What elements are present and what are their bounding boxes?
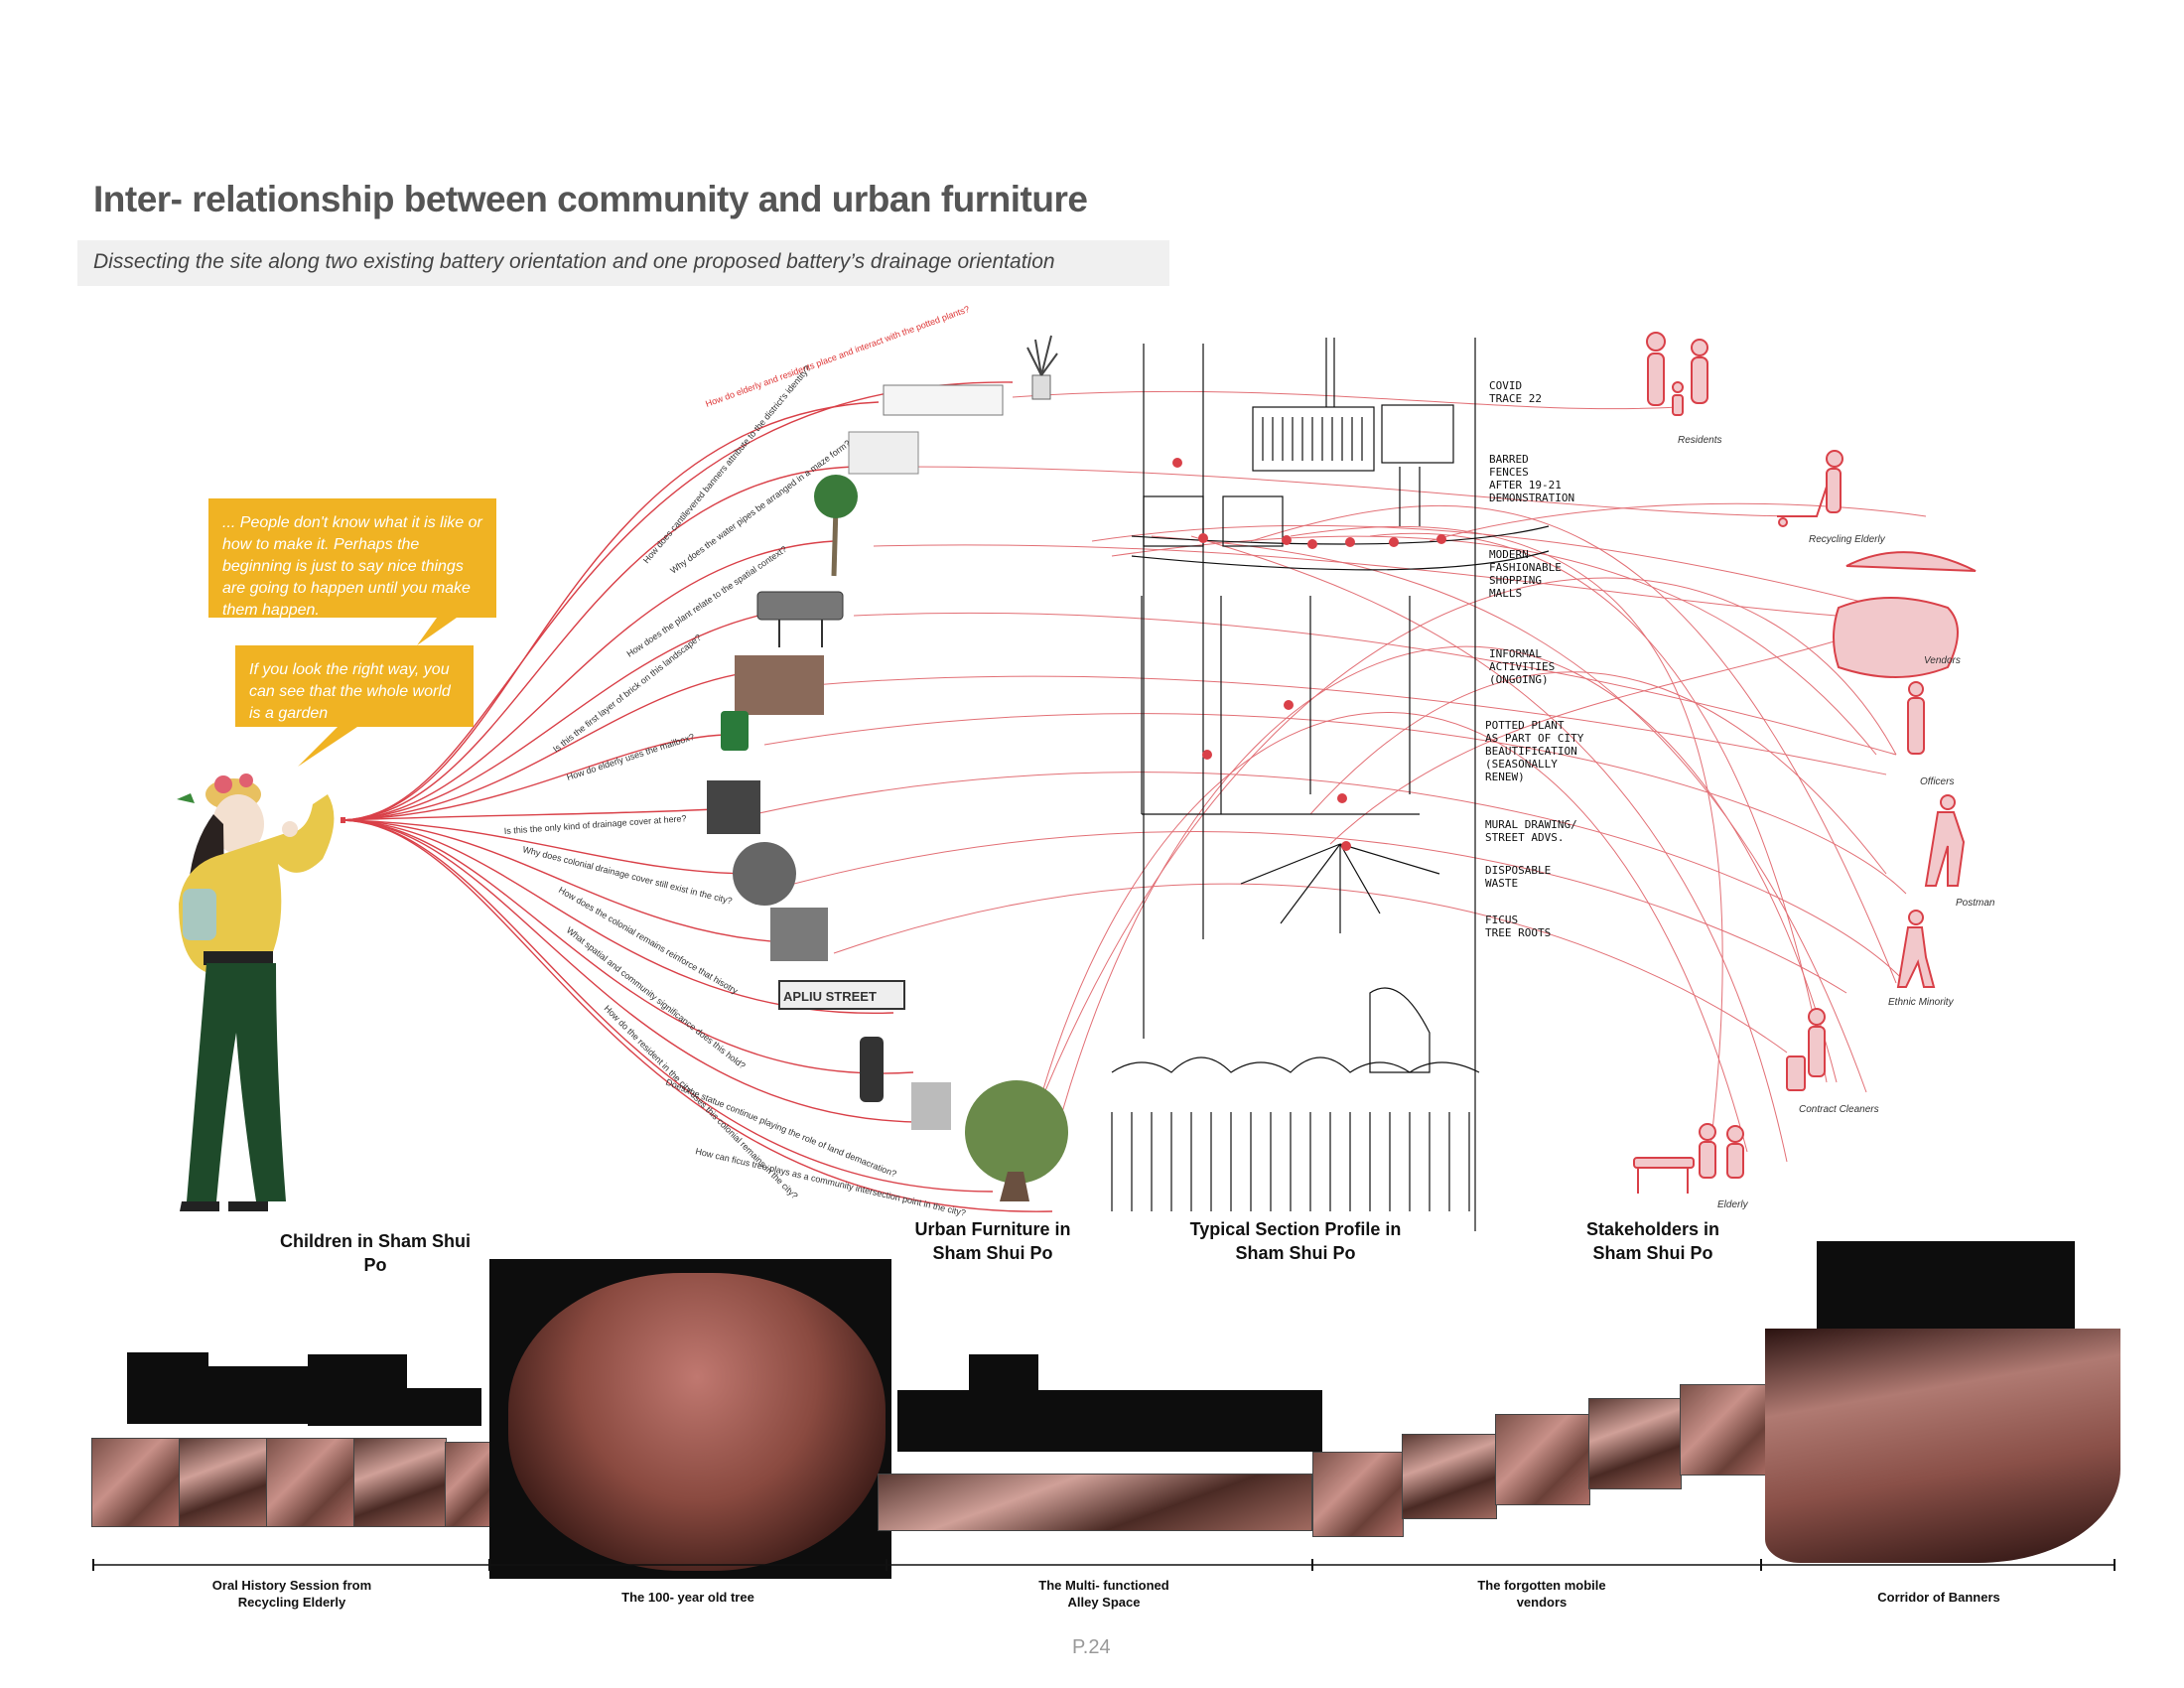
recycling-elderly-icon [1777, 450, 1843, 527]
photo [1312, 1452, 1404, 1537]
note-covid: COVID TRACE 22 [1489, 379, 1542, 405]
timeline-label-tree: The 100- year old tree [621, 1590, 754, 1605]
street-sign-text: APLIU STREET [783, 989, 877, 1004]
contract-cleaners-icon [1786, 1008, 1826, 1091]
stakeholder-contract-cleaners: Contract Cleaners [1799, 1104, 1879, 1115]
label-children: Children in Sham Shui Po [279, 1231, 471, 1275]
stakeholder-ethnic-minority: Ethnic Minority [1888, 997, 1954, 1008]
postman-icon [1924, 794, 1966, 887]
quote-2-attribution: - Secret Garden (1911) [398, 735, 460, 741]
redacted-block [897, 1390, 1322, 1452]
subtitle: Dissecting the site along two existing b… [93, 250, 1055, 273]
timeline-label-oral-history: Oral History Session from Recycling Elde… [211, 1578, 372, 1610]
page-number: P.24 [1072, 1636, 1111, 1658]
officers-icon [1907, 681, 1925, 755]
label-urban-furniture: Urban Furniture in Sham Shui Po [914, 1219, 1071, 1263]
residents-icon [1646, 332, 1708, 416]
banner-corridor-photo [1765, 1329, 2120, 1563]
subtitle-bar [77, 240, 1169, 286]
ethnic-minority-icon [1896, 910, 1936, 988]
photo [353, 1438, 447, 1527]
stakeholder-officers: Officers [1920, 776, 1955, 787]
section-sketch [1111, 338, 1550, 1231]
stakeholder-residents: Residents [1678, 435, 1722, 446]
stakeholder-vendors: Vendors [1924, 655, 1961, 666]
timeline-label-alley: The Multi- functioned Alley Space [1038, 1578, 1169, 1610]
page-title: Inter- relationship between community an… [93, 179, 1088, 219]
stakeholder-elderly: Elderly [1717, 1199, 1748, 1210]
stakeholder-recycling-elderly: Recycling Elderly [1809, 534, 1885, 545]
note-ficus-roots: FICUS TREE ROOTS [1485, 914, 1552, 939]
timeline-label-banners: Corridor of Banners [1877, 1590, 2000, 1605]
vendors-icon [1833, 551, 1977, 678]
note-potted-plant: POTTED PLANT AS PART OF CITY BEAUTIFICAT… [1485, 719, 1584, 783]
urban-furniture-objects [707, 335, 1068, 1201]
note-informal-activities: INFORMAL ACTIVITIES (ONGOING) [1489, 647, 1556, 686]
alley-photos [878, 1474, 1312, 1531]
label-section-profile: Typical Section Profile in Sham Shui Po [1189, 1219, 1402, 1263]
stakeholder-postman: Postman [1956, 898, 1995, 909]
stakeholder-icons [1633, 332, 1977, 1194]
photo [266, 1438, 355, 1527]
photo [179, 1438, 268, 1527]
timeline-label-vendors: The forgotten mobile vendors [1477, 1578, 1606, 1610]
quote-box-2: If you look the right way, you can see t… [235, 645, 474, 741]
redacted-block [402, 1388, 481, 1426]
note-shopping-malls: MODERN FASHIONABLE SHOPPING MALLS [1489, 548, 1562, 600]
child-figure [177, 774, 335, 1211]
redacted-block [969, 1354, 1038, 1394]
tree-photo [508, 1273, 886, 1571]
note-mural: MURAL DRAWING/ STREET ADVS. [1485, 818, 1577, 844]
elderly-icon [1633, 1123, 1744, 1194]
quote-2-text: If you look the right way, you can see t… [249, 661, 451, 722]
stakeholder-lines [753, 390, 1927, 1173]
redacted-block [205, 1366, 314, 1424]
redacted-block [308, 1354, 407, 1426]
quote-box-1: ... People don't know what it is like or… [208, 498, 496, 619]
section-red-dots [1172, 458, 1446, 851]
note-barred-fences: BARRED FENCES AFTER 19-21 DEMONSTRATION [1489, 453, 1575, 504]
question-lines [341, 381, 1053, 1212]
photo [1495, 1414, 1590, 1505]
photo [91, 1438, 181, 1527]
photo [1588, 1398, 1682, 1489]
photo [1402, 1434, 1497, 1519]
quote-1-text: ... People don't know what it is like or… [222, 514, 482, 619]
note-disposable-waste: DISPOSABLE WASTE [1485, 864, 1552, 890]
redacted-block [127, 1352, 208, 1424]
label-stakeholders: Stakeholders in Sham Shui Po [1585, 1219, 1720, 1263]
